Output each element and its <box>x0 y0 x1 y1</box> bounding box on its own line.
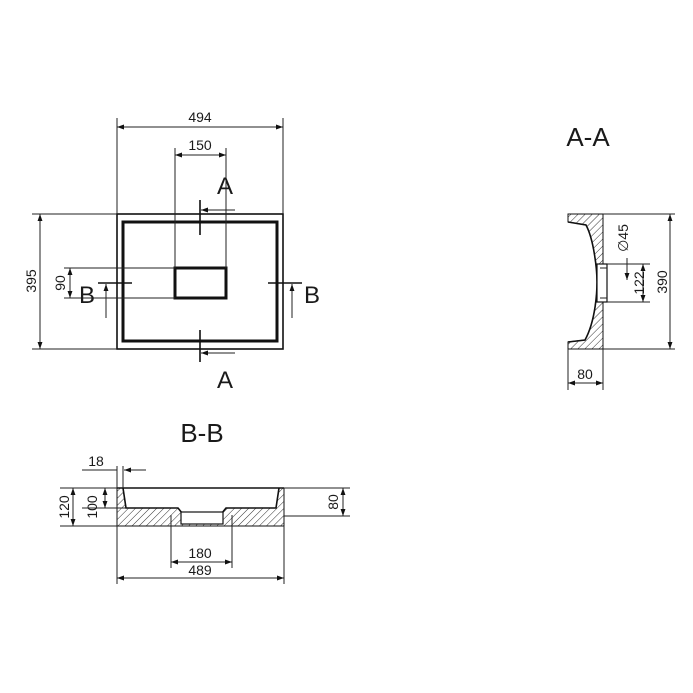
section-bb: B-B 18 120 100 80 180 <box>56 418 350 584</box>
section-bb-drain <box>180 511 224 525</box>
section-b-left-label: B <box>79 282 95 309</box>
section-b-right-label: B <box>304 282 320 309</box>
dim-inner-depth-100: 100 <box>84 495 100 519</box>
section-aa-drain <box>596 263 608 303</box>
plan-view: 494 150 395 90 A A B B <box>23 109 320 394</box>
section-bb-title: B-B <box>180 418 223 448</box>
section-a-bottom-label: A <box>217 367 233 394</box>
dim-side-height-80: 80 <box>325 494 341 510</box>
dim-height-395: 395 <box>23 269 39 293</box>
dim-drain-diameter-45: ∅45 <box>615 224 631 252</box>
dim-depth-80: 80 <box>577 366 593 382</box>
dim-height-390: 390 <box>654 270 670 294</box>
section-aa-title: A-A <box>566 122 610 152</box>
dim-width-494: 494 <box>188 109 212 125</box>
dim-drain-height-122: 122 <box>631 271 647 295</box>
section-a-top-label: A <box>217 173 233 200</box>
basin-inner-outline <box>121 220 279 343</box>
dim-drain-width-150: 150 <box>188 137 212 153</box>
dim-drain-width-180: 180 <box>188 545 212 561</box>
dim-drain-height-90: 90 <box>52 275 68 291</box>
section-aa: A-A ∅45 122 390 80 <box>566 122 675 390</box>
dim-outer-height-120: 120 <box>56 495 72 519</box>
dim-rim-18: 18 <box>88 453 104 469</box>
drain-slot <box>173 266 228 300</box>
dim-overall-width-489: 489 <box>188 562 212 578</box>
